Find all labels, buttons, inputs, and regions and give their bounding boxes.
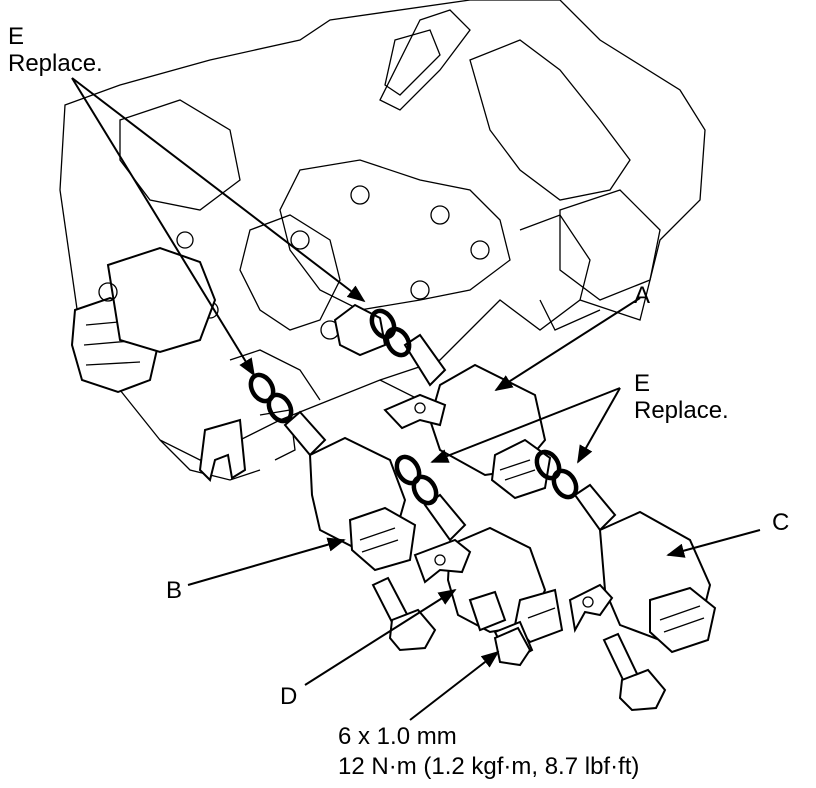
label-bolt-size: 6 x 1.0 mm bbox=[338, 723, 457, 750]
label-a: A bbox=[634, 282, 651, 309]
label-bolt-torque: 12 N·m (1.2 kgf·m, 8.7 lbf·ft) bbox=[338, 753, 640, 780]
leader-e-top-2 bbox=[71, 77, 255, 377]
o-ring-e bbox=[248, 308, 579, 506]
leader-lines bbox=[71, 77, 761, 721]
label-b: B bbox=[166, 577, 183, 604]
leader-c bbox=[666, 529, 761, 558]
label-e-top-letter: E bbox=[8, 23, 25, 50]
leader-e-right-1 bbox=[430, 387, 621, 463]
leader-e-right-2 bbox=[577, 387, 621, 464]
leader-bolt bbox=[409, 650, 500, 721]
label-d: D bbox=[280, 683, 298, 710]
leader-b bbox=[187, 537, 346, 586]
solenoid-d bbox=[413, 493, 564, 664]
harness-clip bbox=[198, 418, 247, 482]
label-e-right-letter: E bbox=[634, 370, 651, 397]
solenoid-a bbox=[333, 303, 552, 500]
leader-d bbox=[304, 589, 457, 686]
label-c: C bbox=[772, 509, 790, 536]
mounting-bolt bbox=[371, 576, 667, 712]
leader-e-top-1 bbox=[71, 77, 366, 303]
wiring-connector bbox=[70, 246, 217, 394]
label-e-right-note: Replace. bbox=[634, 397, 729, 424]
label-e-top-note: Replace. bbox=[8, 50, 103, 77]
solenoid-c bbox=[568, 483, 717, 654]
transmission-housing bbox=[59, 0, 706, 481]
leader-a bbox=[494, 297, 641, 391]
solenoid-b bbox=[283, 410, 417, 572]
